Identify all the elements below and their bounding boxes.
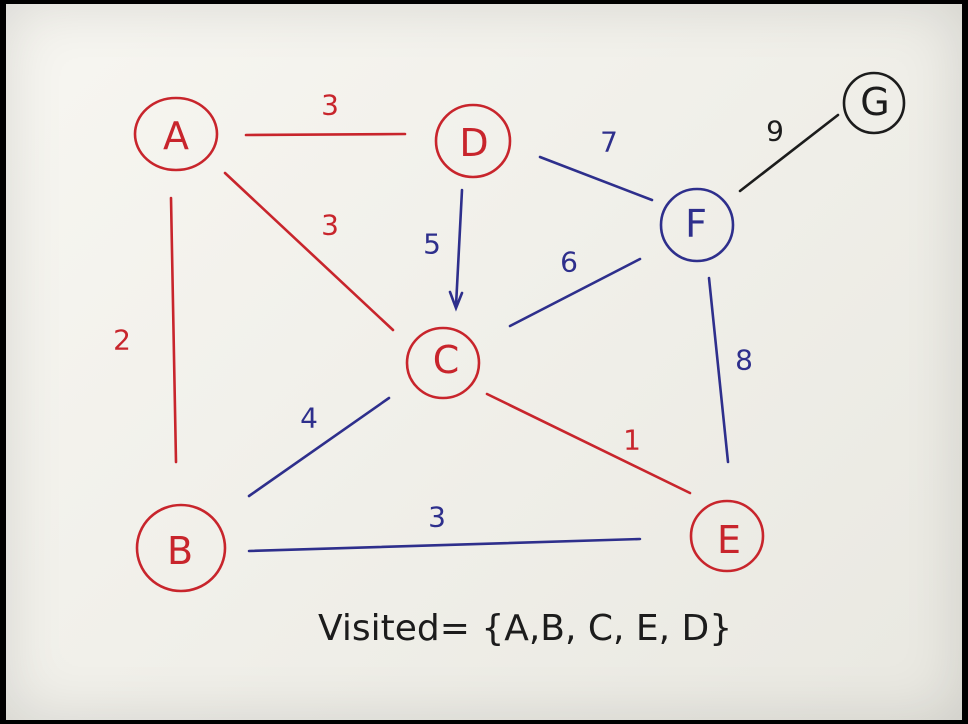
node-c-circle [405,326,481,400]
node-g: G [842,71,906,135]
node-b: B [135,503,227,593]
node-f: F [659,187,735,263]
node-f-label: F [685,202,707,246]
node-e-circle [689,499,765,573]
edge-c-f [508,257,642,328]
node-e-label: E [717,518,741,562]
node-a-circle [133,96,219,172]
node-g-circle [842,71,906,135]
edge-d-c [454,188,464,308]
edge-weights: 3 3 2 5 7 6 4 1 3 8 9 [113,89,784,534]
nodes: A D F G C B E [133,71,906,593]
node-a-label: A [163,114,189,158]
node-d-label: D [459,121,488,165]
edge-c-b [247,396,391,498]
visited-set-caption: Visited= {A,B, C, E, D} [318,608,732,649]
weight-c-b: 4 [300,402,318,435]
node-d: D [434,103,512,179]
arrowhead-d-c [448,290,464,312]
weight-a-b: 2 [113,324,131,357]
weight-c-e: 1 [623,424,641,457]
weight-d-f: 7 [600,126,618,159]
node-a: A [133,96,219,172]
node-f-circle [659,187,735,263]
weight-a-d: 3 [321,89,339,122]
node-b-label: B [167,529,193,573]
node-d-circle [434,103,512,179]
edge-a-b [169,196,178,464]
node-e: E [689,499,765,573]
node-c: C [405,326,481,400]
weight-f-e: 8 [735,344,753,377]
weight-f-g: 9 [766,115,784,148]
node-g-label: G [860,80,889,124]
edge-b-e [247,537,642,553]
edges [169,113,840,553]
edge-a-c [223,171,395,332]
edge-d-f [538,155,654,202]
edge-a-d [244,132,407,137]
paper-sheet [6,4,962,720]
node-b-circle [135,503,227,593]
edge-f-e [707,276,730,464]
weight-d-c: 5 [423,228,441,261]
weight-a-c: 3 [321,209,339,242]
edge-f-g [738,113,840,193]
weight-c-f: 6 [560,246,578,279]
node-c-label: C [433,338,460,382]
edge-c-e [485,392,692,495]
weight-b-e: 3 [428,501,446,534]
